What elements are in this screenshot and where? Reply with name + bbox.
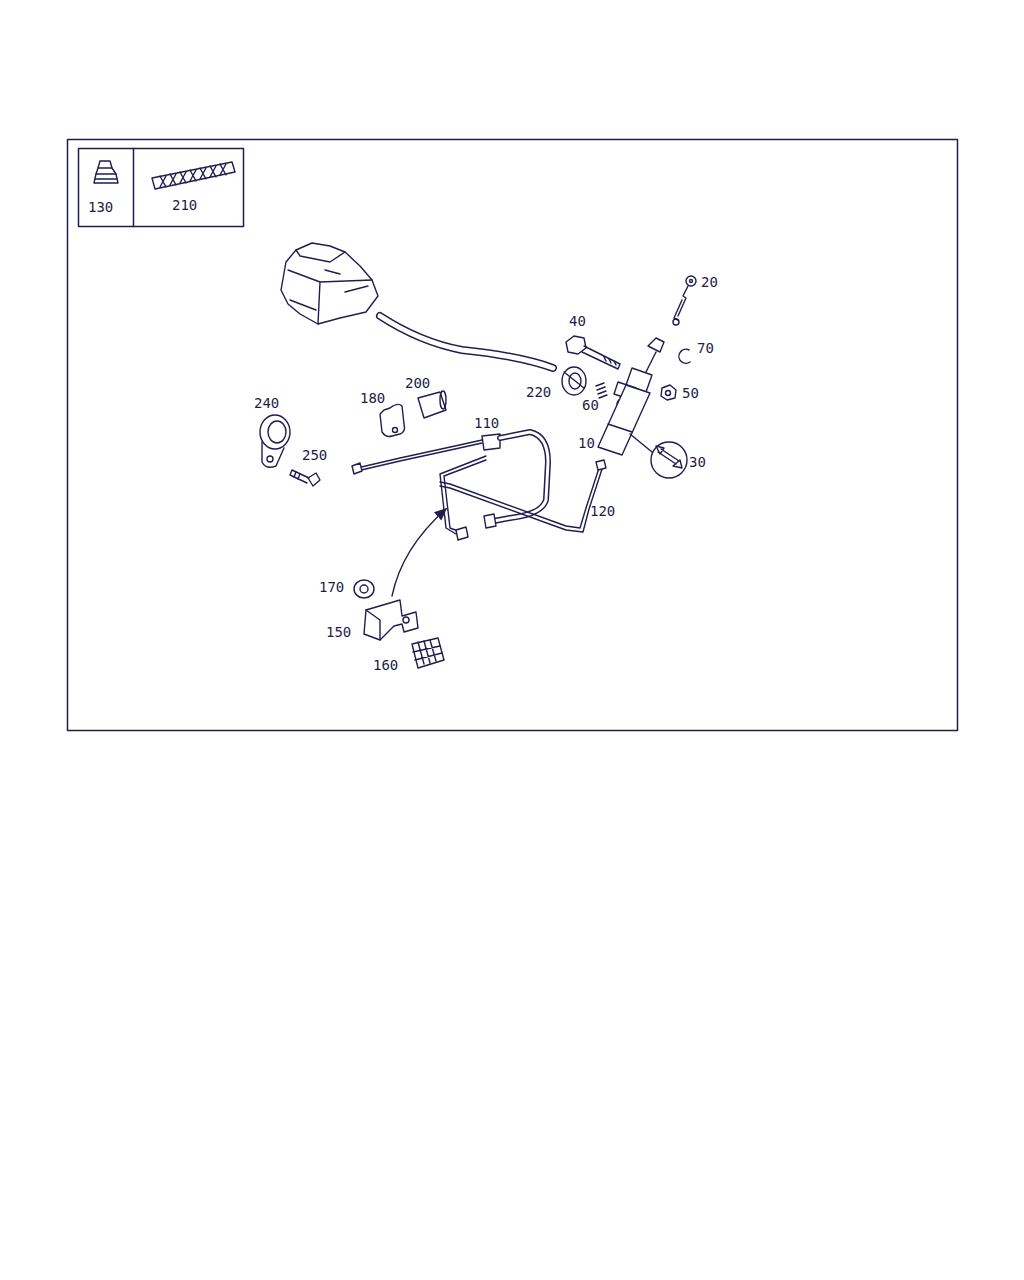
screw (290, 470, 320, 486)
pointer-arrow (392, 509, 446, 596)
frame (68, 140, 958, 731)
callout-number: 40 (569, 313, 586, 329)
callout-number: 130 (88, 199, 113, 215)
callout-number: 220 (526, 384, 551, 400)
pressure-line (352, 432, 548, 540)
grommet (562, 367, 586, 395)
pipe (440, 460, 606, 532)
callout-number: 240 (254, 395, 279, 411)
clevis-rod (673, 276, 696, 325)
callout-number: 170 (319, 579, 344, 595)
callout-number: 110 (474, 415, 499, 431)
nut (661, 385, 676, 400)
bracket (364, 600, 418, 640)
callout-number: 60 (582, 397, 599, 413)
reservoir-hose (380, 316, 553, 368)
pipe-clip (380, 404, 405, 436)
clutch-master-cylinder (598, 338, 664, 455)
clip (679, 349, 690, 363)
callout-number: 50 (682, 385, 699, 401)
callout-number: 150 (326, 624, 351, 640)
callout-number: 10 (578, 435, 595, 451)
sleeve-icon (152, 162, 235, 189)
callout-number: 20 (701, 274, 718, 290)
callout-number: 210 (172, 197, 197, 213)
callout-number: 70 (697, 340, 714, 356)
callout-number: 120 (590, 503, 615, 519)
callout-number: 200 (405, 375, 430, 391)
bolt (566, 336, 620, 369)
bushing (354, 580, 374, 598)
callout-number: 160 (373, 657, 398, 673)
clamp (260, 415, 290, 467)
boot-icon (94, 161, 118, 183)
callout-number: 180 (360, 390, 385, 406)
callout-number: 250 (302, 447, 327, 463)
reservoir (281, 243, 378, 324)
callout-number: 30 (689, 454, 706, 470)
sleeve (418, 391, 446, 418)
spring (596, 383, 607, 398)
tool-symbol (630, 434, 687, 478)
rubber-block (412, 638, 444, 668)
